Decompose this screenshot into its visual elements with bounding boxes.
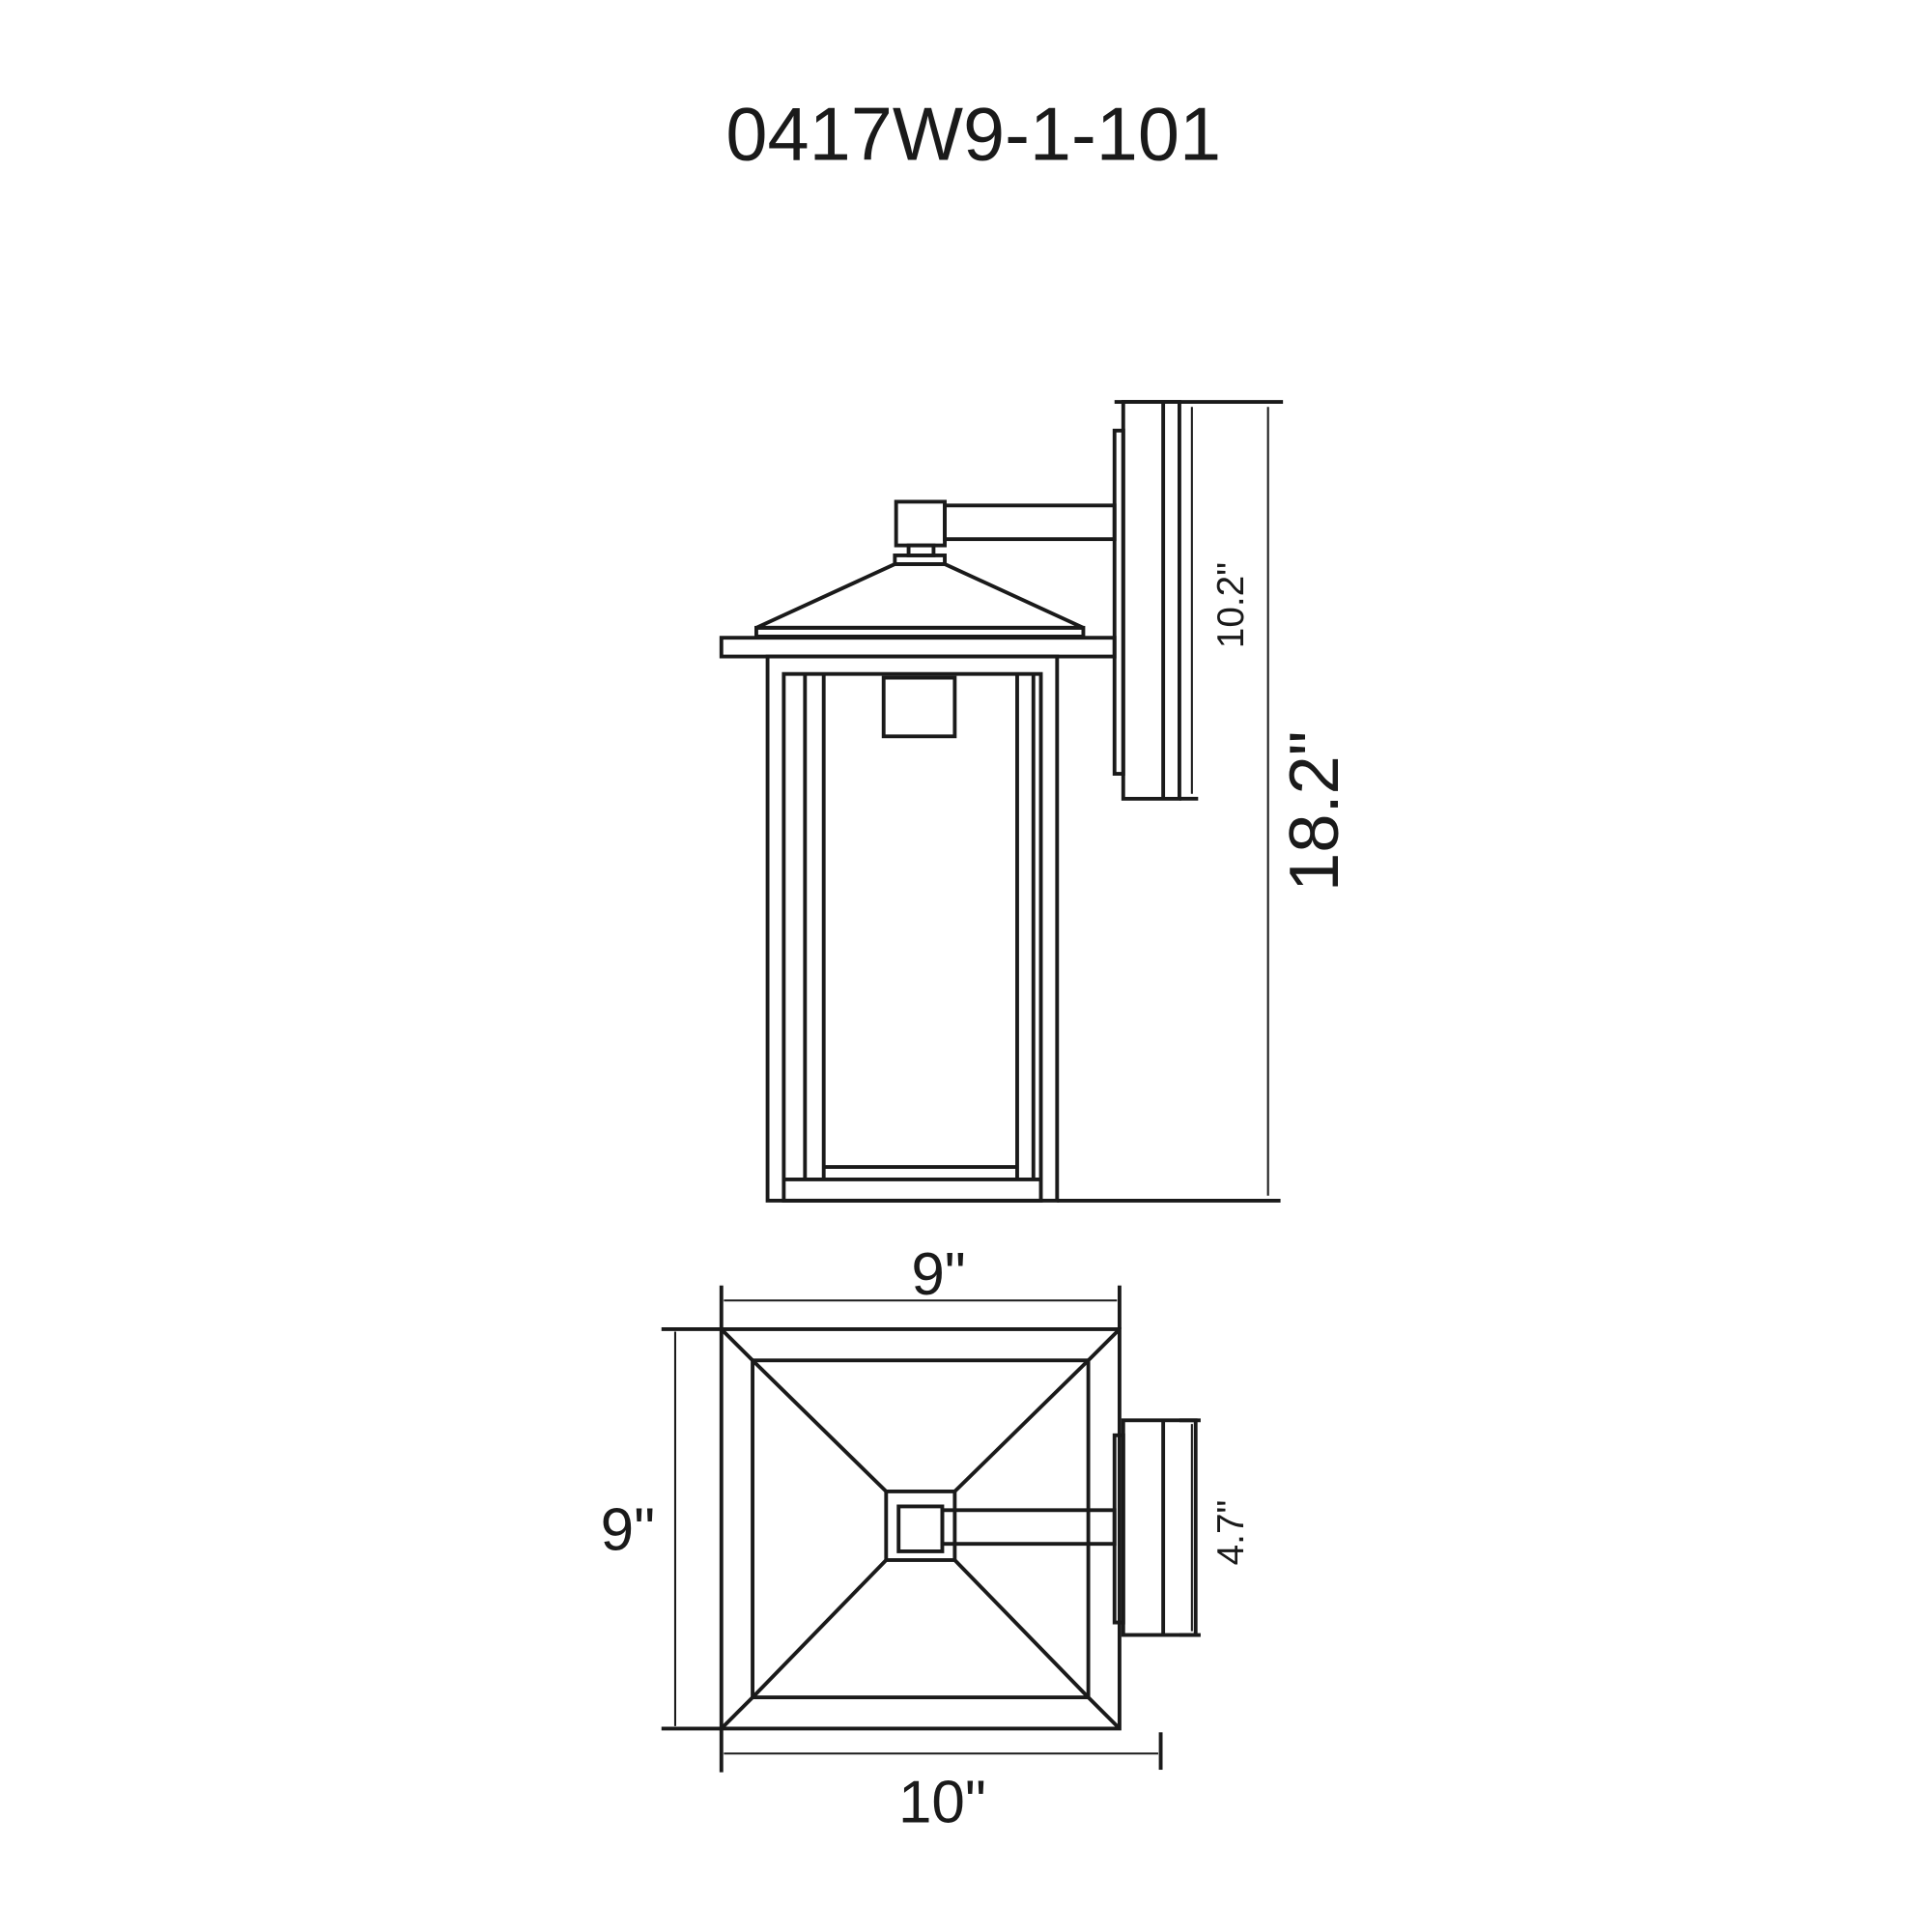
arm-cap-top <box>896 1504 945 1553</box>
width-label: 9" <box>911 1241 966 1308</box>
lantern-frame <box>781 671 1043 1203</box>
model-number-title: 0417W9-1-101 <box>725 93 1221 176</box>
roof-base <box>754 625 1086 639</box>
socket <box>881 675 957 739</box>
overall-height-label: 18.2" <box>1276 731 1353 892</box>
inner-square <box>751 1358 1091 1700</box>
corner-line <box>720 1327 754 1362</box>
extension-label: 10" <box>898 1769 986 1835</box>
roof <box>755 562 1085 630</box>
wall-plate-back <box>1112 428 1125 776</box>
arm <box>943 503 1117 542</box>
side-view: 10.2" 18.2" <box>719 400 1353 1203</box>
roof-diagonal <box>953 1358 1090 1493</box>
roof-diagonal <box>751 1558 888 1699</box>
eave <box>719 636 1117 659</box>
bottom-view: 9" 9" 10" 4.7" <box>601 1241 1252 1836</box>
backplate-height-label: 10.2" <box>1210 562 1252 648</box>
center-block <box>884 1489 957 1562</box>
wall-plate <box>1121 400 1181 801</box>
depth-label: 9" <box>601 1497 656 1564</box>
wall-plate-top <box>1121 1418 1198 1637</box>
wall-plate-back-top <box>1112 1433 1125 1625</box>
backplate-width-label: 4.7" <box>1210 1500 1252 1566</box>
corner-line <box>1087 1695 1122 1730</box>
corner-line <box>720 1695 754 1730</box>
roof-diagonal <box>952 1558 1091 1699</box>
arm-cap <box>894 499 947 548</box>
corner-line <box>1087 1327 1122 1362</box>
outer-square <box>719 1327 1122 1731</box>
roof-diagonal <box>751 1358 888 1493</box>
